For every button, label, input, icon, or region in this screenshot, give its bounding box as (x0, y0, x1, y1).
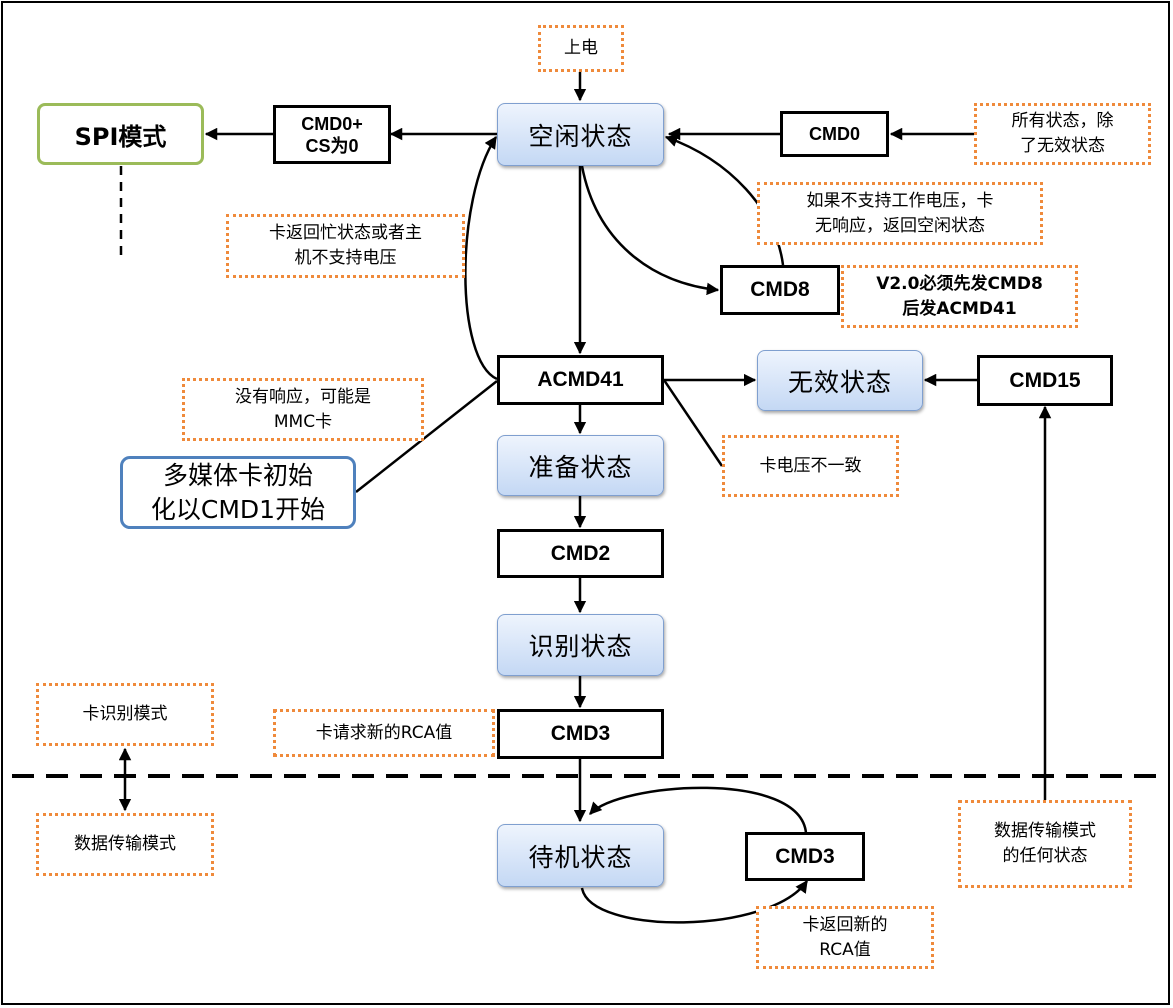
cmd8-box[interactable]: CMD8 (720, 265, 840, 315)
cmd3-loop-box[interactable]: CMD3 (745, 832, 865, 881)
mode-card-identification: 卡识别模式 (36, 683, 214, 746)
arrow-cmd3loop-to-standby (589, 786, 808, 834)
note-unsupported-voltage: 如果不支持工作电压，卡 无响应，返回空闲状态 (757, 182, 1043, 245)
state-standby[interactable]: 待机状态 (497, 824, 664, 887)
note-voltage-mismatch: 卡电压不一致 (722, 435, 899, 497)
state-inactive[interactable]: 无效状态 (757, 350, 923, 411)
arrow-idle-to-cmd8 (580, 165, 720, 296)
cmd0-cs-box[interactable]: CMD0+ CS为0 (273, 105, 391, 164)
spi-mode-box[interactable]: SPI模式 (37, 103, 204, 165)
note-power-on: 上电 (538, 25, 624, 72)
state-idle[interactable]: 空闲状态 (497, 103, 664, 166)
cmd2-box[interactable]: CMD2 (497, 529, 664, 578)
note-any-data-state: 数据传输模式 的任何状态 (958, 800, 1132, 888)
media-card-init-box[interactable]: 多媒体卡初始 化以CMD1开始 (120, 456, 356, 529)
note-busy-or-host: 卡返回忙状态或者主 机不支持电压 (226, 214, 465, 278)
line-acmd41-to-mismatch (662, 379, 724, 467)
arrow-cmd8-to-idle (664, 134, 785, 266)
cmd3-box[interactable]: CMD3 (497, 709, 664, 759)
line-media-to-acmd41 (355, 380, 498, 493)
note-request-rca: 卡请求新的RCA值 (273, 709, 495, 757)
cmd15-box[interactable]: CMD15 (977, 355, 1113, 406)
note-return-rca: 卡返回新的 RCA值 (756, 906, 934, 969)
arrow-acmd41-to-idle (464, 135, 498, 381)
mode-data-transfer: 数据传输模式 (36, 813, 214, 876)
cmd0-box[interactable]: CMD0 (780, 111, 889, 157)
acmd41-box[interactable]: ACMD41 (497, 355, 664, 405)
note-v20-cmd8: V2.0必须先发CMD8 后发ACMD41 (841, 265, 1078, 328)
arrow-standby-to-cmd3loop (580, 879, 809, 924)
state-ident[interactable]: 识别状态 (497, 614, 664, 676)
state-ready[interactable]: 准备状态 (497, 435, 664, 496)
note-all-states: 所有状态，除 了无效状态 (974, 103, 1151, 165)
note-no-response-mmc: 没有响应，可能是 MMC卡 (182, 378, 424, 441)
